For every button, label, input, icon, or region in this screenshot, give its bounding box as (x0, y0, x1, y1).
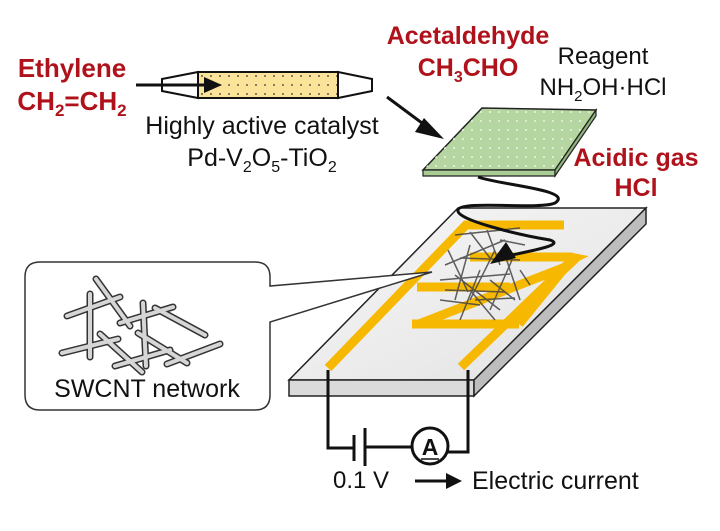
inset-caption: SWCNT network (54, 375, 240, 403)
ammeter-symbol: A (422, 434, 439, 460)
acetaldehyde-formula: CH3CHO (418, 54, 519, 86)
tube-right-cone (337, 70, 373, 100)
ethylene-formula: CH2=CH2 (17, 86, 126, 120)
reagent-pad (421, 107, 598, 178)
measurement-circuit (326, 370, 470, 466)
wire-right (448, 370, 470, 454)
gas-transfer-path (456, 175, 560, 264)
ethylene-inlet-arrow (136, 77, 222, 93)
swcnt-inset-tubes-fill (60, 277, 222, 374)
acidic-gas-formula: HCl (614, 174, 657, 202)
acidic-gas-label: Acidic gas (573, 144, 698, 172)
reagent-title: Reagent (558, 43, 649, 70)
ammeter: A (410, 426, 450, 466)
voltage-label: 0.1 V (333, 467, 389, 494)
electrode-fingers (412, 252, 580, 329)
electrode-left (324, 220, 564, 372)
wire-left (326, 370, 354, 450)
current-label: Electric current (472, 467, 639, 495)
swcnt-inset-callout (24, 261, 433, 411)
acetaldehyde-label: Acetaldehyde (387, 22, 550, 50)
catalyst-description: Highly active catalyst (145, 112, 378, 140)
sensor-substrate (287, 206, 648, 398)
ethylene-label: Ethylene (18, 53, 126, 83)
catalyst-formula: Pd-V2O5-TiO2 (187, 144, 337, 176)
reagent-formula: NH2OH·HCl (539, 74, 666, 105)
current-arrow (415, 473, 462, 489)
acetaldehyde-flow-arrow (386, 95, 444, 139)
